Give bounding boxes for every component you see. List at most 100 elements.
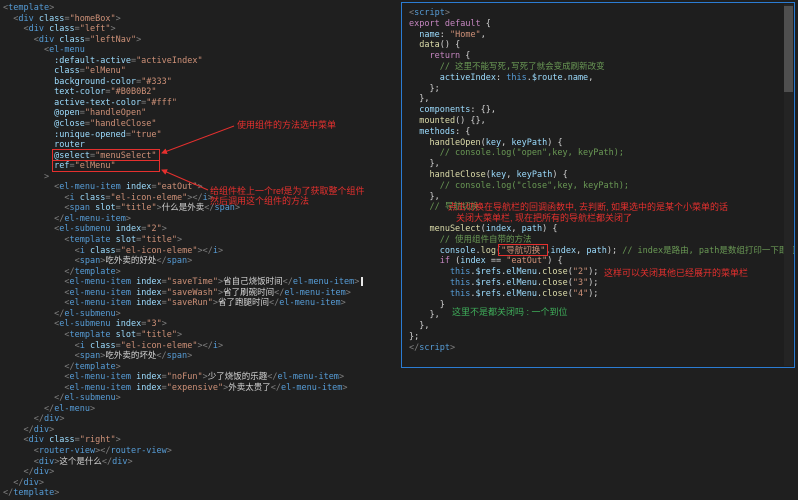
code-line[interactable]: <el-menu-item index="saveWash">省了刷碗时间</e… — [3, 288, 400, 299]
script-editor-panel[interactable]: <script>export default { name: "Home", d… — [401, 2, 795, 368]
code-line[interactable]: <el-menu-item index="eatOut"> — [3, 182, 400, 193]
code-token: span — [79, 351, 101, 362]
code-line[interactable]: }, — [409, 159, 782, 170]
code-line[interactable]: <router-view></router-view> — [3, 446, 400, 457]
code-token: ></ — [95, 445, 111, 456]
code-line[interactable]: @open="handleOpen" — [3, 108, 400, 119]
code-line[interactable]: <div class="leftNav"> — [3, 35, 400, 46]
code-line[interactable]: </el-submenu> — [3, 309, 400, 320]
code-line[interactable]: </div> — [3, 467, 400, 478]
code-line[interactable]: this.$refs.elMenu.close("4"); — [409, 289, 782, 300]
code-line[interactable]: <span>吃外卖的坏处</span> — [3, 351, 400, 362]
code-line[interactable]: this.$refs.elMenu.close("2"); — [409, 267, 782, 278]
code-line[interactable]: // 使用组件自带的方法 — [409, 235, 782, 246]
code-line[interactable]: }; — [409, 84, 782, 95]
code-line[interactable]: menuSelect(index, path) { — [409, 224, 782, 235]
code-line[interactable]: // console.log("close",key, keyPath); — [409, 181, 782, 192]
code-line[interactable]: background-color="#333" — [3, 77, 400, 88]
code-line[interactable]: </el-submenu> — [3, 393, 400, 404]
code-line[interactable]: return { — [409, 51, 782, 62]
code-line[interactable]: <el-submenu index="3"> — [3, 319, 400, 330]
code-line[interactable]: </script> — [409, 343, 782, 354]
template-editor-panel[interactable]: <template> <div class="homeBox"> <div cl… — [0, 0, 400, 500]
code-line[interactable]: <div class="left"> — [3, 24, 400, 35]
code-line[interactable]: }, — [409, 321, 782, 332]
code-line[interactable]: }, — [409, 192, 782, 203]
code-line[interactable]: mounted() {}, — [409, 116, 782, 127]
code-line[interactable]: ref="elMenu" — [3, 161, 400, 172]
code-line[interactable]: // 这里不能写死,写死了就会变成刷新改变 — [409, 62, 782, 73]
code-line[interactable]: <span>吃外卖的好处</span> — [3, 256, 400, 267]
code-line[interactable]: }; — [409, 332, 782, 343]
code-line[interactable]: <div class="right"> — [3, 435, 400, 446]
code-line[interactable]: name: "Home", — [409, 30, 782, 41]
code-line[interactable]: > — [3, 172, 400, 183]
code-line[interactable]: router — [3, 140, 400, 151]
code-line[interactable]: </el-menu> — [3, 404, 400, 415]
code-line[interactable]: // console.log("open",key, keyPath); — [409, 148, 782, 159]
code-line[interactable]: active-text-color="#fff" — [3, 98, 400, 109]
code-token: @select — [3, 150, 90, 161]
code-line[interactable]: <i class="el-icon-eleme"></i> — [3, 341, 400, 352]
code-line[interactable]: @close="handleClose" — [3, 119, 400, 130]
code-line[interactable]: @select="menuSelect" — [3, 151, 400, 162]
code-token: < — [3, 435, 29, 446]
code-line[interactable]: </div> — [3, 414, 400, 425]
code-line[interactable]: text-color="#B0B0B2" — [3, 87, 400, 98]
code-line[interactable]: <el-menu-item index="expensive">外卖太贵了</e… — [3, 383, 400, 394]
vue-template-code[interactable]: <template> <div class="homeBox"> <div cl… — [3, 3, 400, 499]
scrollbar-thumb[interactable] — [784, 6, 793, 92]
code-line[interactable]: handleClose(key, keyPath) { — [409, 170, 782, 181]
code-line[interactable]: <span slot="title">什么是外卖</span> — [3, 203, 400, 214]
code-line[interactable]: } — [409, 300, 782, 311]
code-line[interactable]: activeIndex: this.$route.name, — [409, 73, 782, 84]
code-line[interactable]: <template slot="title"> — [3, 235, 400, 246]
code-line[interactable]: </template> — [3, 267, 400, 278]
code-token: path — [586, 245, 607, 256]
code-line[interactable]: <template slot="title"> — [3, 330, 400, 341]
code-line[interactable]: <i class="el-icon-eleme"></i> — [3, 246, 400, 257]
code-line[interactable]: this.$refs.elMenu.close("3"); — [409, 278, 782, 289]
code-line[interactable]: </el-menu-item> — [3, 214, 400, 225]
code-line[interactable]: // 导航切换 — [409, 202, 782, 213]
code-line[interactable]: <script> — [409, 8, 782, 19]
code-line[interactable] — [409, 213, 782, 224]
code-line[interactable]: }, — [409, 94, 782, 105]
code-line[interactable]: methods: { — [409, 127, 782, 138]
code-token: = — [161, 372, 167, 383]
code-line[interactable]: </template> — [3, 362, 400, 373]
code-token: this — [409, 288, 471, 299]
code-token: > — [3, 171, 50, 182]
code-line[interactable]: if (index == "eatOut") { — [409, 256, 782, 267]
code-line[interactable]: <div class="homeBox"> — [3, 14, 400, 25]
code-line[interactable]: <div>这个是什么</div> — [3, 457, 400, 468]
code-token: = — [136, 235, 142, 246]
code-token: "homeBox" — [69, 13, 116, 24]
code-line[interactable]: </div> — [3, 425, 400, 436]
code-token: if — [409, 256, 450, 267]
code-token: = — [105, 192, 111, 203]
code-token: </ — [3, 467, 34, 478]
code-line[interactable]: <el-menu-item index="noFun">少了烧饭的乐趣</el-… — [3, 372, 400, 383]
code-line[interactable]: :default-active="activeIndex" — [3, 56, 400, 67]
vue-script-code[interactable]: <script>export default { name: "Home", d… — [409, 8, 794, 354]
code-line[interactable]: console.log("导航切换",index, path); // inde… — [409, 245, 794, 257]
code-line[interactable]: <el-submenu index="2"> — [3, 224, 400, 235]
code-line[interactable]: </div> — [3, 478, 400, 489]
right-editor-scrollbar[interactable] — [784, 4, 793, 366]
code-line[interactable]: <i class="el-icon-eleme"></i> — [3, 193, 400, 204]
code-line[interactable]: <el-menu-item index="saveRun">省了跑腿时间</el… — [3, 298, 400, 309]
code-line[interactable]: class="elMenu" — [3, 66, 400, 77]
code-line[interactable]: }, — [409, 310, 782, 321]
code-line[interactable]: <el-menu — [3, 45, 400, 56]
code-line[interactable]: </template> — [3, 488, 400, 499]
code-line[interactable]: :unique-opened="true" — [3, 130, 400, 141]
code-line[interactable]: <template> — [3, 3, 400, 14]
code-line[interactable]: <el-menu-item index="saveTime">省自己烧饭时间</… — [3, 277, 400, 288]
code-line[interactable]: export default { — [409, 19, 782, 30]
code-line[interactable]: data() { — [409, 40, 782, 51]
code-line[interactable]: components: {}, — [409, 105, 782, 116]
code-token: }, — [409, 310, 440, 321]
code-line[interactable]: handleOpen(key, keyPath) { — [409, 138, 782, 149]
code-token: </ — [3, 414, 44, 425]
